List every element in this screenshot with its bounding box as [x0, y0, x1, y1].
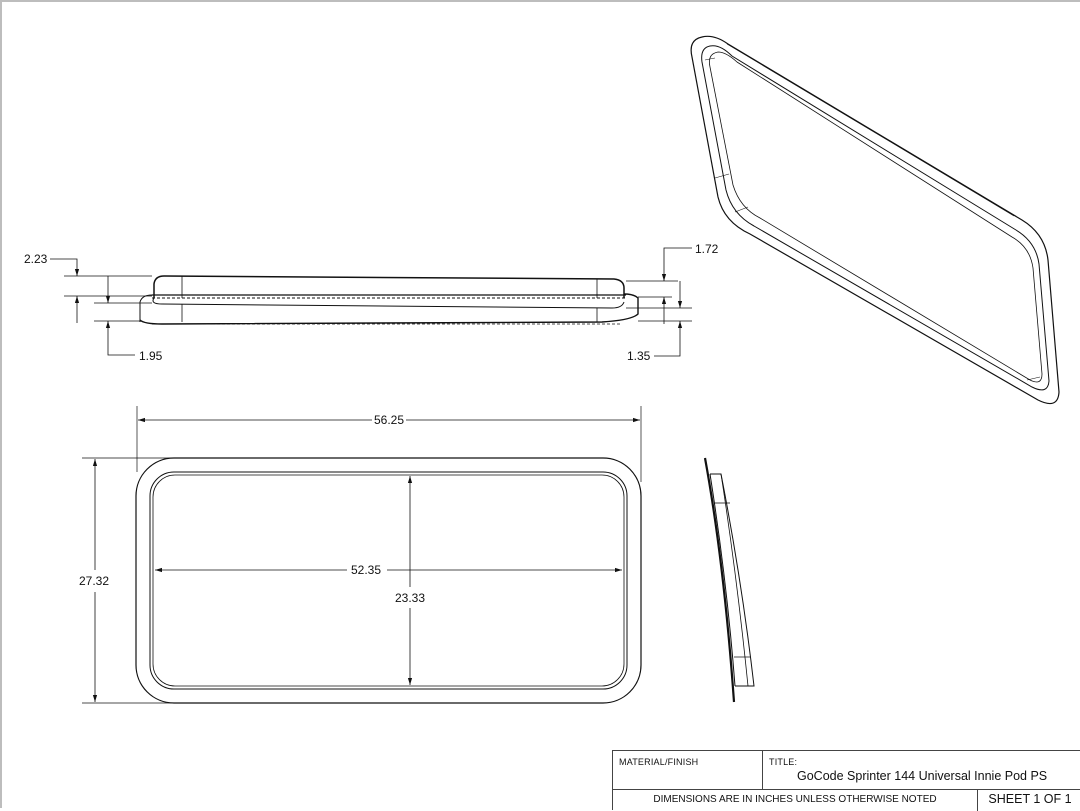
dim-front-inner-height: 23.33 — [395, 591, 425, 605]
title-label: TITLE: — [769, 757, 798, 767]
dim-side-bottom-right: 1.35 — [627, 349, 651, 363]
title-block-row-1: MATERIAL/FINISH TITLE: GoCode Sprinter 1… — [613, 751, 1080, 790]
sheet-number: SHEET 1 OF 1 — [988, 792, 1072, 806]
dim-side-top-left: 2.23 — [24, 252, 48, 266]
front-view — [82, 406, 642, 704]
title-cell: TITLE: GoCode Sprinter 144 Universal Inn… — [763, 751, 1080, 789]
drawing-title: GoCode Sprinter 144 Universal Innie Pod … — [797, 769, 1048, 783]
material-finish-label: MATERIAL/FINISH — [619, 757, 699, 767]
dim-side-top-right: 1.72 — [695, 242, 719, 256]
dim-front-overall-width: 56.25 — [374, 413, 404, 427]
material-finish-cell: MATERIAL/FINISH — [613, 751, 763, 789]
isometric-view — [690, 35, 1060, 405]
title-block-row-2: DIMENSIONS ARE IN INCHES UNLESS OTHERWIS… — [613, 789, 1080, 811]
title-block: MATERIAL/FINISH TITLE: GoCode Sprinter 1… — [612, 750, 1080, 811]
end-view — [703, 457, 755, 703]
units-note: DIMENSIONS ARE IN INCHES UNLESS OTHERWIS… — [613, 789, 978, 811]
dim-side-bottom-left: 1.95 — [139, 349, 163, 363]
dim-front-inner-width: 52.35 — [351, 563, 381, 577]
dim-front-overall-height: 27.32 — [79, 574, 109, 588]
side-view — [50, 247, 692, 357]
